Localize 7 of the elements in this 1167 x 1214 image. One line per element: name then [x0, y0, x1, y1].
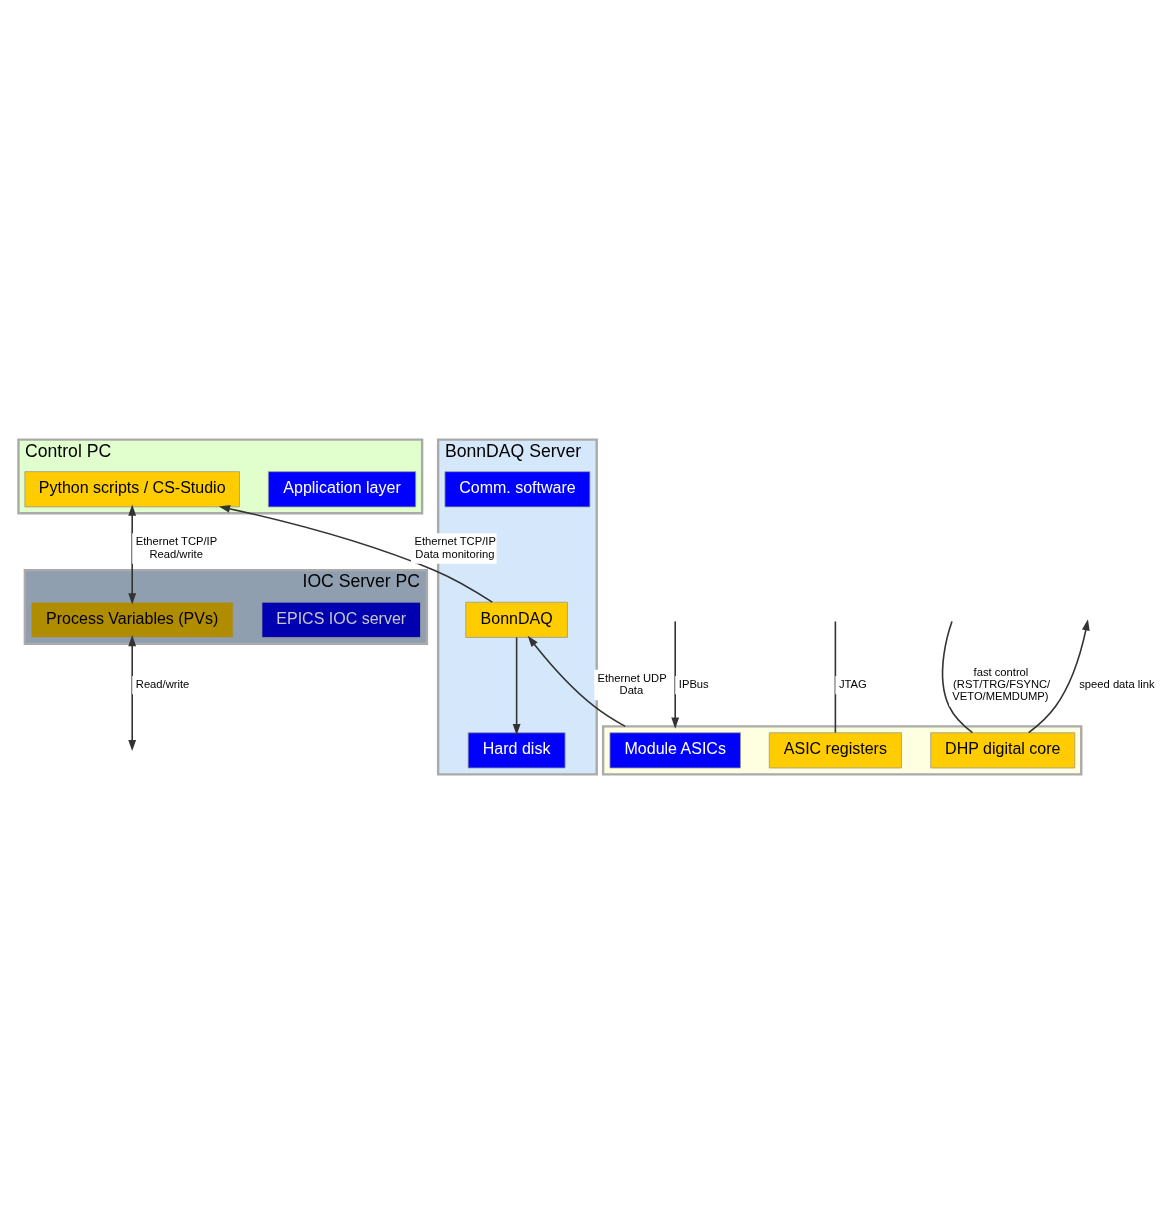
- edge-label: JTAG: [838, 678, 867, 691]
- edge-label: IPBus: [678, 678, 709, 691]
- edge-label: fast control (RST/TRG/FSYNC/ VETO/MEMDUMP): [952, 666, 1051, 703]
- edge-label: Read/write: [135, 678, 190, 691]
- edge-label: Ethernet UDP Data: [597, 672, 667, 697]
- edge-label: speed data link: [1079, 678, 1155, 691]
- edge-label: Ethernet TCP/IP Read/write: [135, 535, 218, 560]
